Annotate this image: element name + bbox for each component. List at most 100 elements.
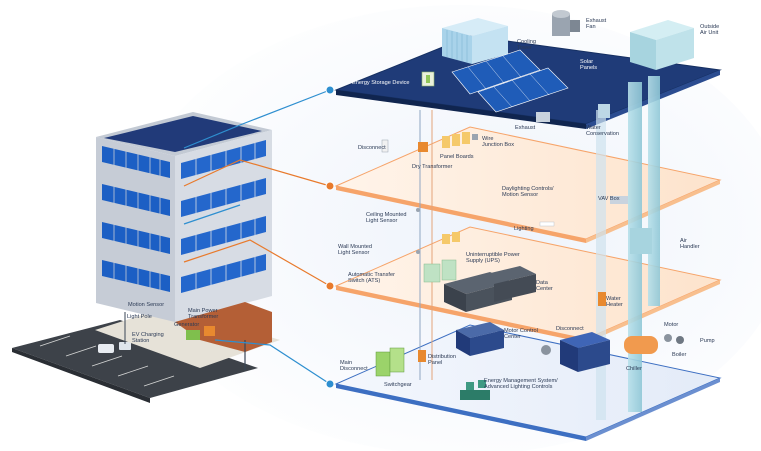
svg-text:Heater: Heater <box>606 302 623 308</box>
svg-text:Distribution: Distribution <box>428 354 456 360</box>
energy-storage-device <box>421 71 435 87</box>
floor-connectors <box>183 89 331 385</box>
svg-text:Transformer: Transformer <box>188 314 218 320</box>
distribution-panel-unit <box>418 350 426 362</box>
ats-label-1: Automatic Transfer <box>348 272 395 278</box>
daylighting-label-1: Daylighting Controls/ <box>502 186 554 192</box>
svg-text:Panels: Panels <box>580 65 597 71</box>
svg-text:Advanced Lighting Controls: Advanced Lighting Controls <box>484 384 553 390</box>
switchgear-label: Switchgear <box>384 382 412 388</box>
parking-lot <box>12 320 258 403</box>
svg-text:Lighting: Lighting <box>514 226 534 232</box>
floor3-equipment <box>416 196 652 254</box>
svg-text:Center: Center <box>536 286 553 292</box>
cooling-tower <box>442 18 508 64</box>
boiler-unit <box>624 336 658 354</box>
exhaust-fan-label-1: Exhaust <box>586 18 607 24</box>
air-handler-label-1: Air <box>680 238 687 244</box>
boiler-label: Boiler <box>672 352 686 358</box>
exhaust-fan <box>552 10 580 36</box>
svg-text:Switch (ATS): Switch (ATS) <box>348 278 380 284</box>
svg-text:Fan: Fan <box>586 24 596 30</box>
pump-label: Pump <box>700 338 715 344</box>
svg-text:Ceiling Mounted: Ceiling Mounted <box>366 212 406 218</box>
ev-charging-label-2: Station <box>132 338 149 344</box>
svg-text:Light Sensor: Light Sensor <box>366 218 398 224</box>
svg-text:Light Pole: Light Pole <box>127 314 152 320</box>
svg-text:Motion Sensor: Motion Sensor <box>502 192 538 198</box>
svg-text:Motor Control: Motor Control <box>504 328 538 334</box>
data-center-racks <box>444 266 536 312</box>
building-roof-solar <box>104 116 262 152</box>
svg-text:Generator: Generator <box>174 322 199 328</box>
ceiling-sensor-label-2: Light Sensor <box>366 218 398 224</box>
floor2-equipment <box>416 232 606 312</box>
ats-label-2: Switch (ATS) <box>348 278 380 284</box>
lighting-label: Lighting <box>514 226 534 232</box>
svg-text:Disconnect: Disconnect <box>340 366 368 372</box>
svg-text:Exhaust: Exhaust <box>515 125 536 131</box>
distribution-panel-label-1: Distribution <box>428 354 456 360</box>
generator-label: Generator <box>174 322 199 328</box>
ups-label-1: Uninterruptible Power <box>466 252 520 258</box>
svg-text:Uninterruptible Power: Uninterruptible Power <box>466 252 520 258</box>
brick-wall <box>175 302 272 352</box>
water-heater-label-1: Water <box>606 296 621 302</box>
svg-text:Solar: Solar <box>580 59 593 65</box>
exhaust-label: Exhaust <box>515 125 536 131</box>
disconnect-label-f4: Disconnect <box>358 145 386 151</box>
svg-text:Center: Center <box>504 334 521 340</box>
ceiling-sensor-label-1: Ceiling Mounted <box>366 212 406 218</box>
svg-text:Tower: Tower <box>517 45 532 51</box>
office-building <box>95 112 280 370</box>
air-handler-label-2: Handler <box>680 244 700 250</box>
svg-text:Boiler: Boiler <box>672 352 686 358</box>
svg-text:Main: Main <box>340 360 352 366</box>
svg-text:Energy Management System/: Energy Management System/ <box>484 378 558 384</box>
svg-text:Water: Water <box>606 296 621 302</box>
svg-text:Handler: Handler <box>680 244 700 250</box>
motor-label: Motor <box>664 322 678 328</box>
wall-sensor-label-1: Wall Mounted <box>338 244 372 250</box>
solar-panels-label-2: Panels <box>580 65 597 71</box>
transformer-unit <box>204 326 215 336</box>
solar-panels-label-1: Solar <box>580 59 593 65</box>
svg-text:Motion Sensor: Motion Sensor <box>128 302 164 308</box>
mcc-label-1: Motor Control <box>504 328 538 334</box>
ups-unit <box>441 259 457 281</box>
svg-text:VAV Box: VAV Box <box>598 196 620 202</box>
svg-text:Outside: Outside <box>700 24 719 30</box>
panel-boards-label: Panel Boards <box>440 154 474 160</box>
motion-sensor-label: Motion Sensor <box>128 302 164 308</box>
wire-junction-label-1: Wire <box>482 136 494 142</box>
generator-unit <box>186 330 200 340</box>
distribution-panel-label-2: Panel <box>428 360 442 366</box>
outside-air-unit-label-2: Air Unit <box>700 30 719 36</box>
svg-text:Pump: Pump <box>700 338 715 344</box>
svg-text:Main Power: Main Power <box>188 308 218 314</box>
svg-text:Automatic Transfer: Automatic Transfer <box>348 272 395 278</box>
svg-text:Exhaust: Exhaust <box>586 18 607 24</box>
svg-text:Wire: Wire <box>482 136 494 142</box>
svg-text:Light Sensor: Light Sensor <box>338 250 370 256</box>
disconnect-label-f1: Disconnect <box>556 326 584 332</box>
svg-text:Supply (UPS): Supply (UPS) <box>466 258 500 264</box>
exhaust-fan-label-2: Fan <box>586 24 596 30</box>
svg-text:Station: Station <box>132 338 149 344</box>
main-disconnect-label-2: Disconnect <box>340 366 368 372</box>
main-power-transformer-label-2: Transformer <box>188 314 218 320</box>
ats-unit <box>423 263 441 283</box>
data-center-label-2: Center <box>536 286 553 292</box>
svg-text:Daylighting Controls/: Daylighting Controls/ <box>502 186 554 192</box>
mcc-label-2: Center <box>504 334 521 340</box>
main-disconnect-label-1: Main <box>340 360 352 366</box>
svg-text:Chiller: Chiller <box>626 366 642 372</box>
svg-text:Junction Box: Junction Box <box>482 142 514 148</box>
wall-sensor-label-2: Light Sensor <box>338 250 370 256</box>
switchgear-unit <box>375 351 391 377</box>
svg-text:Dry Transformer: Dry Transformer <box>412 164 453 170</box>
water-heater-unit <box>598 292 606 306</box>
vav-box-label: VAV Box <box>598 196 620 202</box>
